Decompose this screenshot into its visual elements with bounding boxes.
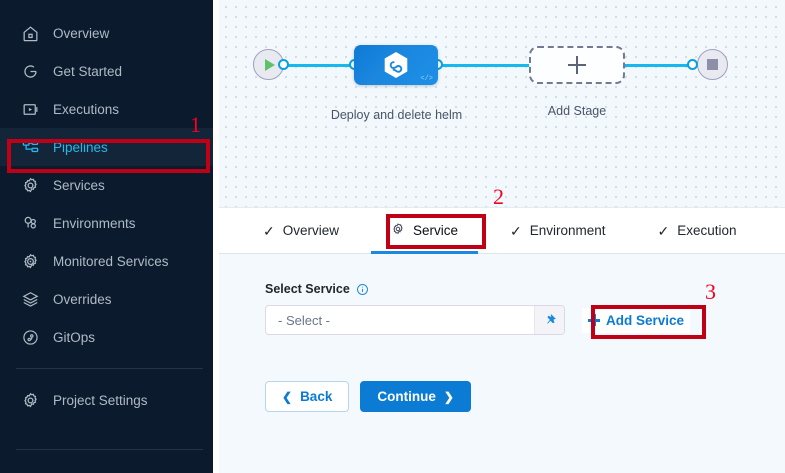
- check-icon: ✓: [510, 222, 522, 239]
- play-icon: [265, 58, 275, 71]
- select-service-label-row: Select Service: [265, 282, 785, 296]
- sidebar-item-label: Executions: [53, 101, 120, 117]
- sidebar-item-get-started[interactable]: Get Started: [0, 52, 219, 90]
- pipeline-nodes-icon: [20, 137, 40, 157]
- info-icon[interactable]: [356, 283, 369, 296]
- tab-overview[interactable]: ✓ Overview: [237, 209, 365, 253]
- circle-arrow-icon: [20, 61, 40, 81]
- back-button[interactable]: ❮ Back: [265, 381, 350, 412]
- sidebar-item-services[interactable]: Services: [0, 166, 219, 204]
- gear-dot-icon: [20, 251, 40, 271]
- environments-icon: [20, 213, 40, 233]
- play-box-icon: [20, 99, 40, 119]
- connector-dot-end: [687, 59, 698, 70]
- service-form: Select Service - Select -: [219, 254, 785, 473]
- sidebar-item-overrides[interactable]: Overrides: [0, 280, 219, 318]
- sidebar-right-edge: [213, 0, 219, 473]
- annotation-number-2: 2: [493, 184, 504, 209]
- form-buttons: ❮ Back Continue ❯: [265, 381, 785, 412]
- connector-line-3: [623, 64, 693, 67]
- tab-service[interactable]: Service: [365, 209, 484, 254]
- helm-hexagon-icon: [383, 51, 409, 80]
- check-icon: ✓: [657, 222, 670, 239]
- connector-line-1: [284, 64, 356, 67]
- select-service-row: - Select - Add Service: [265, 305, 785, 335]
- sidebar-item-label: GitOps: [53, 329, 96, 345]
- gitops-icon: [20, 327, 40, 347]
- pin-icon[interactable]: [534, 306, 564, 334]
- sidebar-divider-top: [16, 368, 203, 369]
- back-label: Back: [300, 389, 333, 404]
- annotation-number-1: 1: [190, 112, 201, 137]
- chevron-right-icon: ❯: [443, 389, 454, 404]
- sidebar-item-label: Overview: [53, 25, 110, 41]
- tab-environment[interactable]: ✓ Environment: [484, 209, 632, 253]
- sidebar-item-environments[interactable]: Environments: [0, 204, 219, 242]
- add-service-button[interactable]: Add Service: [582, 307, 691, 333]
- sidebar-item-overview[interactable]: Overview: [0, 14, 219, 52]
- sidebar-item-label: Project Settings: [53, 392, 148, 408]
- stage-tabbar: ✓ Overview Service ✓ Environment ✓ Execu…: [219, 207, 785, 254]
- sidebar-item-label: Get Started: [53, 63, 123, 79]
- sidebar-item-monitored-services[interactable]: Monitored Services: [0, 242, 219, 280]
- field-label-text: Select Service: [265, 282, 350, 296]
- stage-code-badge: </>: [420, 75, 433, 83]
- sidebar-item-label: Environments: [53, 215, 136, 231]
- select-service-field[interactable]: - Select -: [265, 305, 565, 335]
- main-content: </> Deploy and delete helm Add Stage ✓: [219, 0, 785, 473]
- plus-icon: [568, 56, 586, 74]
- connector-dot-start: [278, 59, 289, 70]
- tab-label: Execution: [677, 223, 737, 238]
- add-stage-button[interactable]: [529, 46, 625, 84]
- sidebar-item-gitops[interactable]: GitOps: [0, 318, 219, 356]
- tab-label: Service: [413, 223, 459, 238]
- continue-label: Continue: [377, 389, 436, 404]
- annotation-number-3: 3: [705, 279, 716, 304]
- tab-label: Environment: [529, 223, 606, 238]
- home-icon: [20, 23, 40, 43]
- continue-button[interactable]: Continue ❯: [360, 381, 471, 412]
- sidebar-item-project-settings[interactable]: Project Settings: [0, 381, 219, 419]
- pipeline-canvas[interactable]: </> Deploy and delete helm Add Stage: [219, 0, 785, 207]
- sidebar: Overview Get Started Executions: [0, 0, 219, 473]
- plus-icon: [588, 314, 600, 326]
- sidebar-item-label: Monitored Services: [53, 253, 169, 269]
- sidebar-item-label: Overrides: [53, 291, 112, 307]
- sidebar-item-label: Services: [53, 177, 105, 193]
- chevron-left-icon: ❮: [282, 389, 293, 404]
- pipeline-flow: </> Deploy and delete helm Add Stage: [219, 0, 785, 207]
- gear-icon: [20, 175, 40, 195]
- add-stage-label: Add Stage: [547, 104, 607, 118]
- check-icon: ✓: [263, 222, 275, 239]
- sidebar-item-pipelines[interactable]: Pipelines: [0, 128, 219, 166]
- stage-node-deploy-and-delete-helm[interactable]: </>: [354, 45, 438, 85]
- stage-node-label: Deploy and delete helm: [330, 108, 463, 122]
- gear-icon: [391, 222, 405, 239]
- connector-line-2: [438, 64, 531, 67]
- sidebar-item-executions[interactable]: Executions: [0, 90, 219, 128]
- select-service-value[interactable]: - Select -: [266, 306, 534, 334]
- pipeline-end-node[interactable]: [697, 49, 728, 80]
- sidebar-divider-bottom: [16, 449, 203, 450]
- stop-icon: [707, 59, 718, 70]
- add-service-label: Add Service: [606, 312, 685, 328]
- tab-label: Overview: [282, 223, 339, 238]
- layers-icon: [20, 289, 40, 309]
- sidebar-item-label: Pipelines: [53, 139, 108, 155]
- gear-icon: [20, 390, 40, 410]
- tab-execution[interactable]: ✓ Execution: [632, 209, 763, 253]
